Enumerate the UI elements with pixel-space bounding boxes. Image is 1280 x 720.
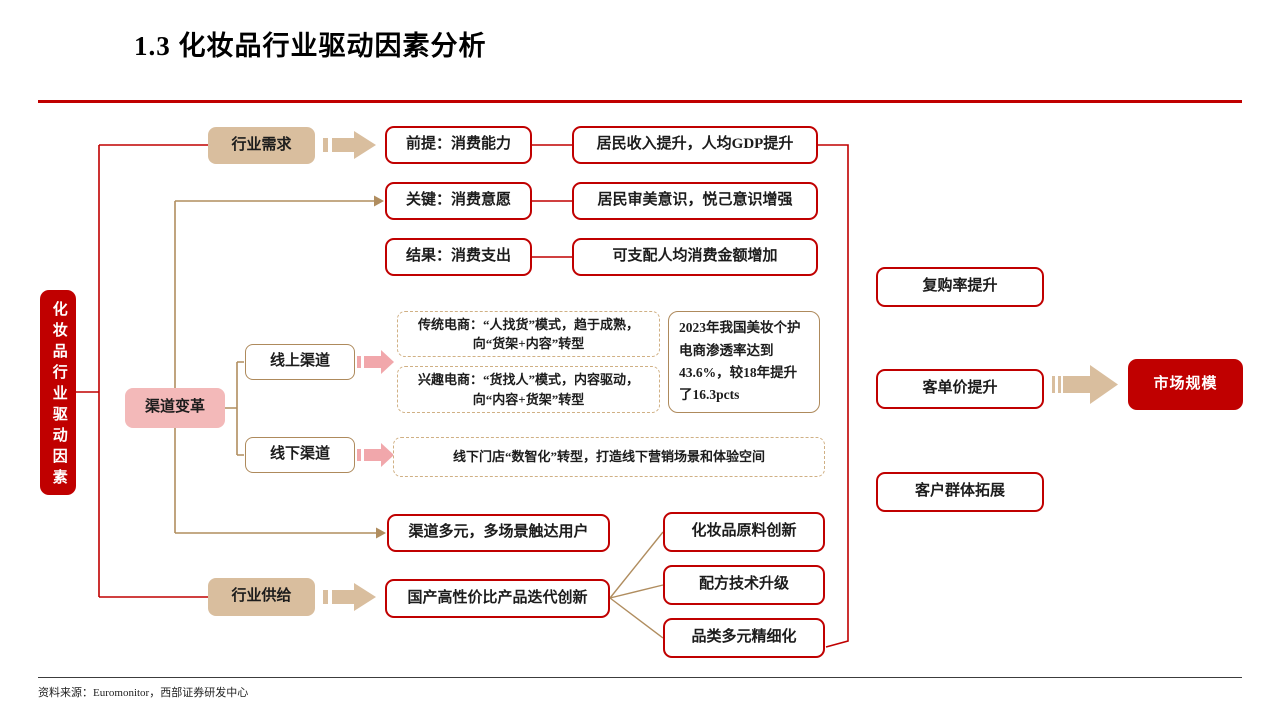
supply-branch-node: 行业供给 — [208, 578, 315, 616]
ingredient-innovation-node: 化妆品原料创新 — [663, 512, 825, 552]
online-channel-node: 线上渠道 — [245, 344, 355, 380]
income-result-node: 居民收入提升，人均GDP提升 — [572, 126, 818, 164]
traditional-ecommerce-note: 传统电商：“人找货”模式，趋于成熟，向“货架+内容”转型 — [397, 311, 660, 357]
multi-channel-node: 渠道多元，多场景触达用户 — [387, 514, 610, 552]
offline-channel-node: 线下渠道 — [245, 437, 355, 473]
demand-branch-node: 行业需求 — [208, 127, 315, 164]
formula-upgrade-node: 配方技术升级 — [663, 565, 825, 605]
market-scale-node: 市场规模 — [1128, 359, 1243, 410]
premise-node: 前提：消费能力 — [385, 126, 532, 164]
root-node: 化妆品行业驱动因素 — [40, 290, 76, 495]
offline-store-note: 线下门店“数智化”转型，打造线下营销场景和体验空间 — [393, 437, 825, 477]
result-node: 结果：消费支出 — [385, 238, 532, 276]
penetration-stat-note: 2023年我国美妆个护电商渗透率达到43.6%，较18年提升了16.3pcts — [668, 311, 820, 413]
big-striped-arrow-icon — [1052, 365, 1118, 404]
striped-arrow-icon — [323, 583, 376, 611]
pink-striped-arrow-icon — [357, 350, 394, 374]
footer-rule — [38, 677, 1242, 678]
key-node: 关键：消费意愿 — [385, 182, 532, 220]
avg-order-value-node: 客单价提升 — [876, 369, 1044, 409]
striped-arrow-icon — [323, 131, 376, 159]
repurchase-rate-node: 复购率提升 — [876, 267, 1044, 307]
pink-striped-arrow-icon — [357, 443, 394, 467]
customer-base-node: 客户群体拓展 — [876, 472, 1044, 512]
category-refinement-node: 品类多元精细化 — [663, 618, 825, 658]
aesthetic-result-node: 居民审美意识，悦己意识增强 — [572, 182, 818, 220]
spending-result-node: 可支配人均消费金额增加 — [572, 238, 818, 276]
page-title: 1.3 化妆品行业驱动因素分析 — [134, 31, 487, 61]
domestic-product-node: 国产高性价比产品迭代创新 — [385, 579, 610, 618]
source-text: 资料来源：Euromonitor，西部证券研发中心 — [38, 687, 249, 699]
title-rule — [38, 100, 1242, 103]
channel-branch-node: 渠道变革 — [125, 388, 225, 428]
interest-ecommerce-note: 兴趣电商：“货找人”模式，内容驱动，向“内容+货架”转型 — [397, 366, 660, 413]
